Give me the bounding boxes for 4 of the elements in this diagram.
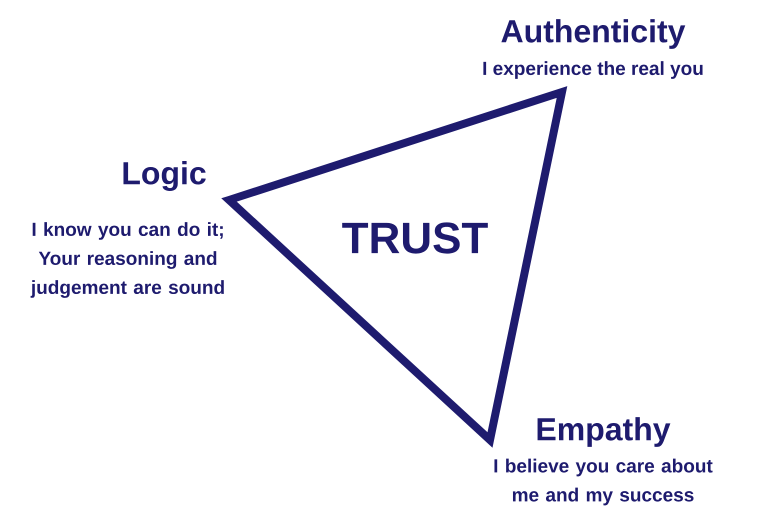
heading: Authenticity: [501, 19, 686, 49]
heading: Empathy: [538, 417, 670, 447]
description: I believe you care about me and my success: [494, 458, 713, 506]
description: I experience the real you: [483, 61, 703, 79]
